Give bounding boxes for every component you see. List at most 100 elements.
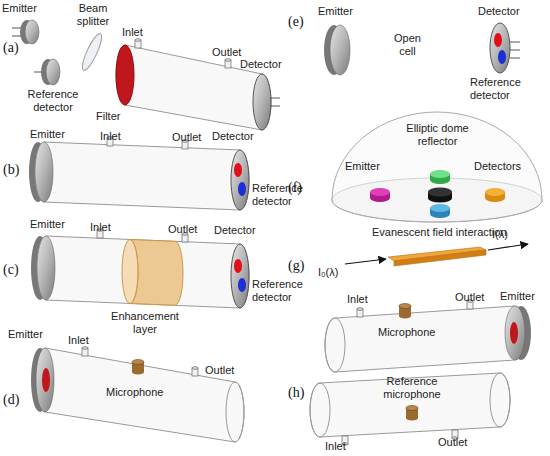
detector-disk — [490, 23, 510, 73]
part-label: Enhancement layer — [105, 310, 185, 336]
reference-detector-disk — [46, 59, 60, 85]
detector-puck — [485, 188, 505, 202]
part-label: Filter — [96, 110, 136, 123]
panel-letter: (c) — [3, 262, 33, 278]
panel-d-illustration — [31, 347, 244, 442]
part-label: Emitter — [318, 5, 368, 18]
part-label: Emitter — [30, 128, 80, 141]
emitter-disk — [37, 236, 55, 300]
part-label: Outlet — [168, 223, 218, 236]
panel-letter: (b) — [3, 162, 33, 178]
enhancement-layer-face — [122, 240, 138, 304]
pin — [510, 50, 520, 51]
emitter-window — [42, 368, 50, 392]
part-label: Inlet — [90, 221, 130, 234]
microphone — [399, 304, 411, 319]
part-label: Reference detector — [470, 76, 540, 102]
part-label: Emitter — [345, 160, 395, 173]
detector-puck — [430, 204, 450, 218]
cell-end — [226, 382, 244, 442]
part-label: Inlet — [325, 440, 365, 453]
detector — [234, 163, 242, 177]
outlet-port — [192, 367, 198, 376]
part-label: Inlet — [347, 293, 387, 306]
emitter-disk — [505, 306, 525, 360]
panel-g-illustration — [345, 244, 528, 266]
panel-letter: (f) — [288, 180, 318, 196]
gas-cell — [36, 348, 244, 442]
panel-letter: (e) — [288, 14, 318, 30]
part-label: Beam splitter — [68, 2, 118, 28]
part-label: Outlet — [212, 46, 262, 59]
part-label: I₀(λ) — [318, 266, 363, 279]
detector-disk — [253, 74, 271, 130]
emitter-disk — [25, 20, 39, 44]
gas-cell — [325, 306, 525, 372]
part-label: Reference detector — [252, 278, 310, 304]
part-label: I(λ) — [492, 228, 537, 241]
part-label: Outlet — [205, 364, 255, 377]
gas-cell — [37, 236, 249, 308]
cell-end — [490, 373, 510, 427]
emitter-disk — [35, 142, 53, 202]
beam-splitter — [79, 32, 105, 72]
emitter-puck — [428, 188, 452, 203]
inlet-port — [135, 39, 141, 48]
panel-letter: (a) — [3, 40, 33, 56]
detector — [494, 33, 502, 47]
pin — [270, 98, 280, 99]
part-label: Inlet — [122, 26, 162, 39]
part-label: Reference microphone — [372, 375, 452, 401]
cell-end — [325, 318, 345, 372]
part-label: Emitter — [500, 290, 548, 303]
pin — [510, 58, 520, 59]
filter — [116, 45, 134, 105]
part-label: Emitter — [30, 218, 80, 231]
emitter-puck — [370, 188, 390, 202]
part-label: Evanescent field interaction — [372, 226, 542, 239]
pin — [510, 42, 520, 43]
emitter-disk — [330, 25, 350, 75]
reference-detector — [498, 50, 506, 64]
reference-detector — [238, 278, 246, 292]
panel-c-illustration — [31, 229, 249, 308]
part-label: Outlet — [438, 436, 488, 449]
part-label: Open cell — [385, 32, 430, 58]
part-label: Emitter — [2, 2, 62, 15]
part-label: Detectors — [474, 160, 534, 173]
detector-puck — [430, 170, 450, 184]
panel-letter: (h) — [288, 385, 318, 401]
emitter-window — [510, 322, 518, 344]
detector-end — [231, 244, 249, 308]
panel-f-illustration — [332, 112, 542, 222]
part-label: Elliptic dome reflector — [385, 122, 490, 148]
part-label: Microphone — [106, 386, 176, 399]
gas-cell — [116, 45, 271, 130]
panel-letter: (d) — [3, 392, 33, 408]
reference-detector — [238, 182, 246, 196]
panel-e-illustration — [324, 23, 520, 75]
input-arrow — [345, 259, 386, 264]
inlet-port — [357, 308, 363, 317]
microphone — [132, 360, 144, 375]
part-label: Detector — [478, 5, 533, 18]
detector — [234, 259, 242, 273]
part-label: Detector — [212, 130, 267, 143]
part-label: Inlet — [68, 334, 108, 347]
reference-cell — [310, 373, 510, 437]
gas-cell — [35, 142, 249, 210]
part-label: Outlet — [455, 291, 505, 304]
part-label: Reference detector — [18, 88, 88, 114]
panel-b-illustration — [29, 137, 249, 210]
part-label: Detector — [214, 224, 269, 237]
panel-h-illustration — [310, 300, 531, 446]
inlet-port — [82, 347, 88, 356]
elliptic-dome — [332, 112, 542, 222]
part-label: Microphone — [378, 326, 448, 339]
reference-microphone — [406, 406, 418, 421]
cell-end — [310, 383, 330, 437]
detector-end — [231, 150, 249, 210]
panel-letter: (g) — [288, 258, 318, 274]
emitter-disk — [36, 348, 54, 412]
